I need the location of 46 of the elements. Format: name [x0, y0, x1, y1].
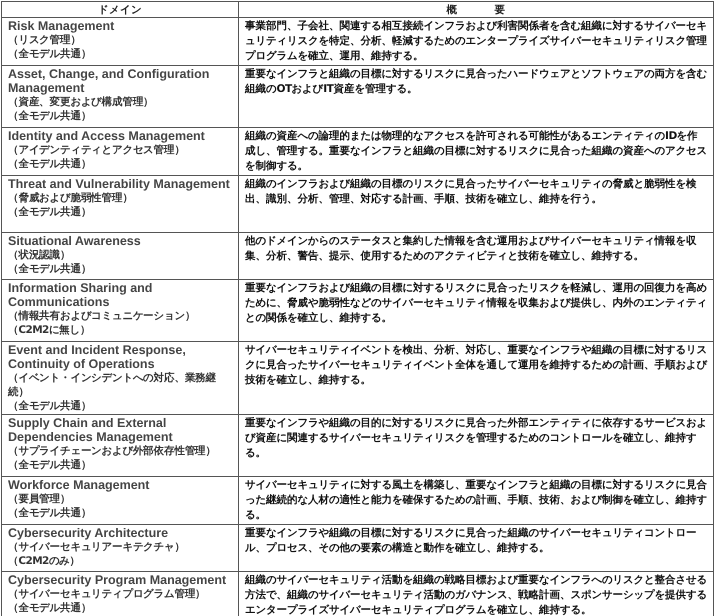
- domain-description: 重要なインフラや組織の目的に対するリスクに見合った外部エンティティに依存するサービスおよび資産に関連するサイバーセキュリティリスクを管理するためのコントロールを確立し、維持する。: [245, 416, 707, 461]
- domain-description: 組織のインフラおよび組織の目標のリスクに見合ったサイバーセキュリティの脅威と脆弱性を検出、識別、分析、管理、対応する計画、手順、技術を確立し、維持を行う。: [245, 177, 698, 207]
- model-scope-note: （C2M2に無し）: [8, 323, 92, 337]
- model-scope-note: （全モデル共通）: [8, 47, 92, 61]
- domain-name: Threat and Vulnerability Management: [8, 177, 231, 191]
- domain-name: Event and Incident Response, Continuity of Operations: [8, 343, 187, 371]
- domain-description: 組織のサイバーセキュリティ活動を組織の戦略目標および重要なインフラへのリスクと整合させる方法で、組織のサイバーセキュリティ活動のガバナンス、戦略計画、スポンサーシップを提供するエンタープライズサイバーセキュリティプログラムを確立し、維持する。: [245, 573, 707, 616]
- domain-description: 他のドメインからのステータスと集約した情報を含む運用およびサイバーセキュリティ情報を収集、分析、警告、提示、使用するためのアクティビティと技術を確立し、維持する。: [245, 234, 698, 264]
- domain-description: サイバーセキュリティに対する風土を構築し、重要なインフラと組織の目標に対するリスクに見合った継続的な人材の適性と能力を確保するための計画、手順、技術、および制御を確立し、維持する。: [245, 478, 707, 523]
- model-scope-note: （全モデル共通）: [8, 157, 92, 171]
- domain-name-japanese: （イベント・インシデントへの対応、業務継続）: [8, 371, 218, 399]
- domain-name-japanese: （リスク管理）: [8, 33, 82, 47]
- domain-name-japanese: （情報共有およびコミュニケーション）: [8, 309, 196, 323]
- domain-description: 重要なインフラと組織の目標に対するリスクに見合ったハードウェアとソフトウェアの両方を含む組織のOTおよびIT資産を管理する。: [245, 67, 707, 97]
- domain-name-japanese: （状況認識）: [8, 248, 72, 262]
- domain-name: Risk Management: [8, 19, 116, 33]
- domain-name-japanese: （サイバーセキュリティプログラム管理）: [8, 587, 207, 601]
- domain-name-japanese: （資産、変更および構成管理）: [8, 95, 155, 109]
- domain-name: Cybersecurity Program Management: [8, 573, 228, 587]
- model-scope-note: （全モデル共通）: [8, 109, 92, 123]
- domain-name: Identity and Access Management: [8, 129, 206, 143]
- domain-name-japanese: （要員管理）: [8, 492, 72, 506]
- domain-name-japanese: （サプライチェーンおよび外部依存性管理）: [8, 444, 218, 458]
- domain-name: Situational Awareness: [8, 234, 142, 248]
- domain-description: 事業部門、子会社、関連する相互接続インフラおよび利害関係者を含む組織に対するサイバーセキュリティリスクを特定、分析、軽減するためのエンタープライズサイバーセキュリティリスク管理プログラムを確立、運用、維持する。: [245, 19, 707, 64]
- domain-description: 組織の資産への論理的または物理的なアクセスを許可される可能性があるエンティティのIDを作成し、管理する。重要なインフラと組織の目標に対するリスクに見合った組織の資産へのアクセスを制御する。: [245, 129, 707, 174]
- model-scope-note: （全モデル共通）: [8, 262, 92, 276]
- domain-name: Cybersecurity Architecture: [8, 526, 170, 540]
- domain-name: Asset, Change, and Configuration Management: [8, 67, 210, 95]
- domain-description: 重要なインフラや組織の目標に対するリスクに見合った組織のサイバーセキュリティコントロール、プロセス、その他の要素の構造と動作を確立し、維持する。: [245, 526, 698, 556]
- domain-name: Supply Chain and External Dependencies Management: [8, 416, 174, 444]
- model-scope-note: （全モデル共通）: [8, 506, 92, 520]
- model-scope-note: （全モデル共通）: [8, 458, 92, 472]
- domain-name-japanese: （脅威および脆弱性管理）: [8, 191, 134, 205]
- domain-name: Information Sharing and Communications: [8, 281, 154, 309]
- column-header: 概要: [445, 2, 544, 16]
- model-scope-note: （C2M2のみ）: [8, 554, 81, 568]
- domain-description: 重要なインフラおよび組織の目標に対するリスクに見合ったリスクを軽減し、運用の回復力を高めために、脅威や脆弱性などのサイバーセキュリティ情報を収集および提供し、内外のエンティティとの関係を確立し、維持する。: [245, 281, 707, 326]
- column-header: ドメイン: [97, 2, 143, 16]
- domain-name-japanese: （アイデンティティとアクセス管理）: [8, 143, 186, 157]
- domain-name-japanese: （サイバーセキュリアーキテクチャ）: [8, 540, 186, 554]
- domain-name: Workforce Management: [8, 478, 150, 492]
- model-scope-note: （全モデル共通）: [8, 205, 92, 219]
- model-scope-note: （全モデル共通）: [8, 399, 92, 413]
- domain-description: サイバーセキュリティイベントを検出、分析、対応し、重要なインフラや組織の目標に対するリスクに見合ったサイバーセキュリティイベント全体を通して運用を維持するための計画、手順および技術を確立し、維持する。: [245, 343, 707, 388]
- model-scope-note: （全モデル共通）: [8, 601, 92, 615]
